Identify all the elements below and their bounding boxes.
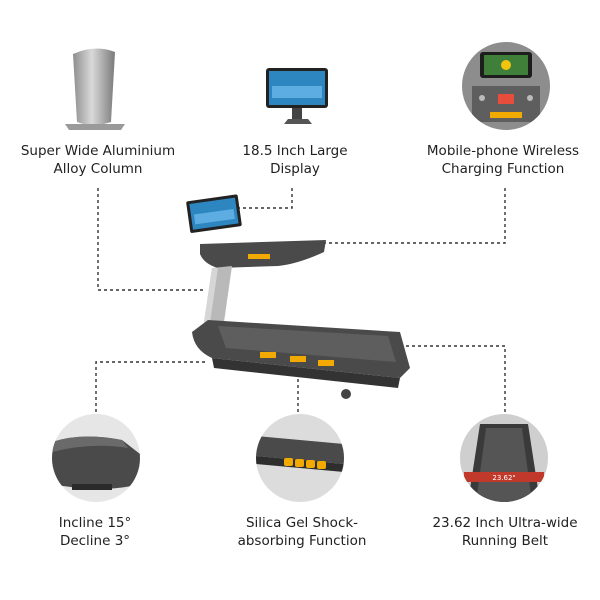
feature-label-incline: Incline 15° Decline 3°: [58, 515, 132, 549]
feature-label-belt: 23.62 Inch Ultra-wide Running Belt: [432, 515, 578, 549]
connector-display: [232, 188, 293, 209]
feature-label-column: Super Wide Aluminium Alloy Column: [20, 143, 176, 177]
wireless-charging-console-icon: [462, 42, 550, 130]
running-belt-closeup-icon: 23.62": [460, 414, 548, 502]
feature-label-display: 18.5 Inch Large Display: [242, 143, 348, 177]
display-screen-icon: [262, 64, 334, 130]
incline-deck-closeup-icon: [52, 414, 140, 502]
feature-label-shock: Silica Gel Shock- absorbing Function: [237, 515, 367, 549]
connector-charging: [325, 188, 506, 244]
treadmill-image: [178, 192, 418, 402]
belt-width-badge: 23.62": [492, 474, 515, 482]
connector-belt: [384, 345, 506, 418]
shock-absorber-closeup-icon: [256, 414, 344, 502]
connector-incline: [95, 361, 205, 502]
aluminium-column-icon: [55, 40, 135, 132]
connector-column: [97, 188, 205, 291]
feature-label-charging: Mobile-phone Wireless Charging Function: [426, 143, 580, 177]
